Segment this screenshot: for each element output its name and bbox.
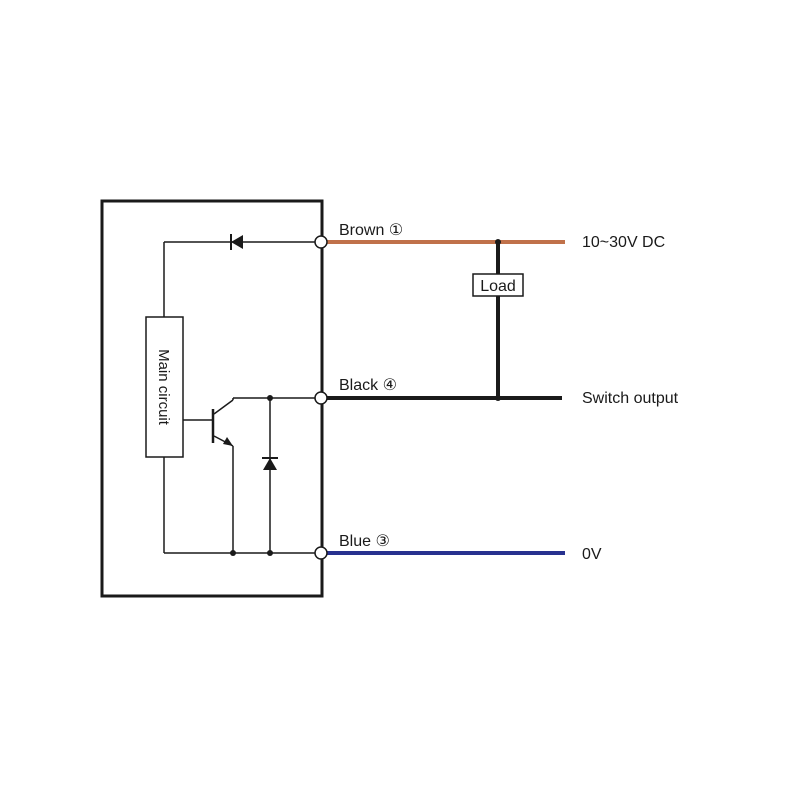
ground-label: 0V bbox=[582, 546, 602, 563]
reverse-polarity-diode bbox=[230, 234, 243, 250]
junction-dot bbox=[267, 550, 273, 556]
switch-output-label: Switch output bbox=[582, 390, 679, 407]
main-circuit-label: Main circuit bbox=[155, 349, 172, 426]
load-label: Load bbox=[480, 278, 516, 295]
load-box bbox=[472, 273, 524, 297]
blue-terminal bbox=[314, 546, 328, 560]
brown-wire-label: Brown ① bbox=[339, 222, 403, 239]
black-wire-label: Black ④ bbox=[339, 377, 397, 394]
transistor-emitter-arrow bbox=[223, 437, 233, 446]
protection-diode bbox=[262, 457, 278, 470]
junction-dot bbox=[230, 550, 236, 556]
main-circuit-block bbox=[145, 316, 184, 458]
supply-voltage-label: 10~30V DC bbox=[582, 234, 665, 251]
junction-dot bbox=[267, 395, 273, 401]
internal-circuit bbox=[163, 241, 316, 554]
load-junction-top bbox=[495, 239, 501, 245]
load-junction-bottom bbox=[495, 395, 501, 401]
black-terminal bbox=[314, 391, 328, 405]
blue-wire-label: Blue ③ bbox=[339, 533, 390, 550]
brown-terminal bbox=[314, 235, 328, 249]
